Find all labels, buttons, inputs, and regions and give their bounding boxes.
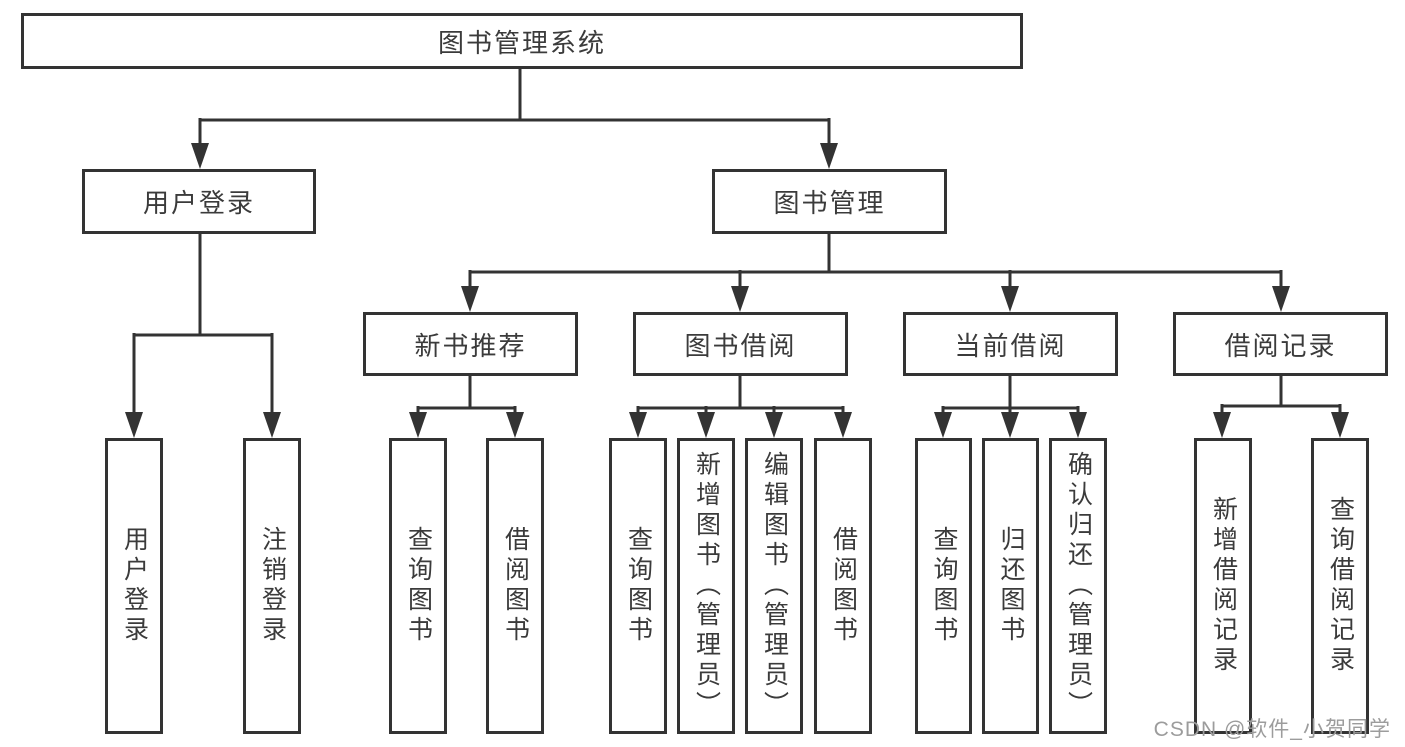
node-borrowing-records: 借阅记录 [1173,312,1388,376]
csdn-watermark: CSDN @软件_小贺同学 [1153,718,1391,741]
leaf-query-books-recommend: 查询图书 [389,438,447,734]
leaf-add-borrow-record: 新增借阅记录 [1194,438,1252,734]
arrowheads [125,143,1349,438]
leaf-query-borrow-record: 查询借阅记录 [1311,438,1369,734]
node-book-management-module: 图书管理 [712,169,947,234]
leaf-borrow-books-recommend: 借阅图书 [486,438,544,734]
leaf-return-books: 归还图书 [982,438,1039,734]
leaf-add-books-admin: 新增图书（管理员） [677,438,735,734]
leaf-confirm-return-admin: 确认归还（管理员） [1049,438,1107,734]
node-new-book-recommend: 新书推荐 [363,312,578,376]
leaf-logout: 注销登录 [243,438,301,734]
leaf-query-books-borrow: 查询图书 [609,438,667,734]
leaf-edit-books-admin: 编辑图书（管理员） [745,438,803,734]
leaf-query-books-current: 查询图书 [915,438,972,734]
node-user-login-module: 用户登录 [82,169,316,234]
leaf-borrow-books: 借阅图书 [814,438,872,734]
node-library-system: 图书管理系统 [21,13,1023,69]
node-current-borrowing: 当前借阅 [903,312,1118,376]
node-book-borrowing: 图书借阅 [633,312,848,376]
leaf-user-login: 用户登录 [105,438,163,734]
